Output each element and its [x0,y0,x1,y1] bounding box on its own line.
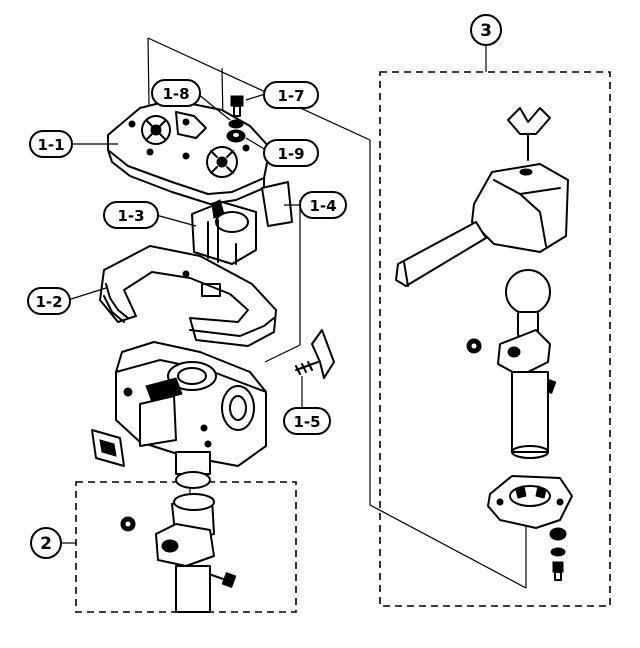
part-housing [115,341,267,489]
label-plate [91,429,125,467]
callout-1-2: 1-2 [27,287,71,315]
callout-1-1: 1-1 [29,130,73,158]
part-washer-1-8 [228,119,244,129]
callout-label-1-1: 1-1 [37,136,64,154]
callout-label-1-3: 1-3 [117,207,144,225]
callout-label-1-8: 1-8 [162,85,189,103]
part-band-1-2 [99,245,277,347]
part-pad-1-4 [261,181,293,227]
callout-1-3: 1-3 [103,201,159,229]
group-label-3: 3 [470,14,502,46]
group-3-box [379,71,611,607]
part-top-plate [107,99,271,205]
callout-label-1-5: 1-5 [293,413,320,431]
callout-label-1-9: 1-9 [277,145,304,163]
callout-1-7: 1-7 [263,81,319,109]
part-clamp-1-3 [191,199,257,265]
callout-1-8: 1-8 [151,79,201,107]
callout-label-1-7: 1-7 [277,87,304,105]
callout-label-1-2: 1-2 [35,293,62,311]
part-screw-1-7 [230,95,244,117]
group-label-3-text: 3 [480,21,492,41]
part-wing-bolt-1-5 [295,329,335,379]
callout-1-9: 1-9 [263,139,319,167]
group-2-parts [120,493,237,613]
leader-lines [62,44,487,544]
callout-label-1-4: 1-4 [309,197,336,215]
callout-1-4: 1-4 [299,191,347,219]
group-3-parts [395,107,573,581]
callout-1-5: 1-5 [283,407,331,435]
group-label-2: 2 [30,527,62,559]
part-nut-1-9 [226,129,246,143]
group-label-2-text: 2 [40,534,52,554]
